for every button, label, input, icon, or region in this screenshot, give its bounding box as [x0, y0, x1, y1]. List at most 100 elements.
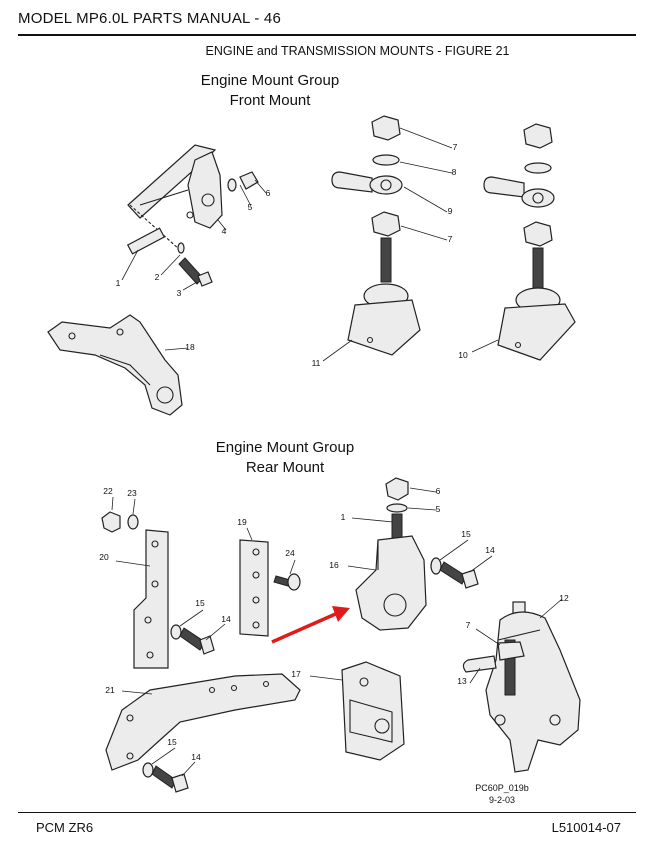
front-group-line2: Front Mount	[229, 92, 311, 109]
callout-leader-line	[400, 225, 448, 241]
callout-number-front: 9	[448, 206, 453, 216]
callout-leader-line	[160, 254, 181, 276]
rear-plate-21	[105, 673, 301, 771]
callout-number-front: 6	[266, 188, 271, 198]
callout-leader-line	[164, 347, 189, 351]
callout-leader-line	[403, 186, 448, 213]
drawing-code-line1: PC60P_019b	[475, 783, 529, 793]
figure-title: ENGINE and TRANSMISSION MOUNTS - FIGURE …	[205, 44, 510, 58]
callout-leader-line	[111, 496, 114, 511]
drawing-code-line2: 9-2-03	[488, 795, 515, 805]
callout-leader-line	[399, 161, 453, 174]
front-bracket-assembly	[126, 144, 259, 287]
callout-leader-line	[469, 555, 493, 573]
callout-leader-line	[205, 623, 226, 641]
header-rule	[18, 34, 636, 36]
rear-block-17	[341, 661, 405, 761]
callout-number-front: 10	[458, 350, 468, 360]
callout-leader-line	[289, 559, 296, 575]
rear-group-line1: Engine Mount Group	[215, 439, 355, 456]
callout-leader-line	[309, 675, 343, 681]
rear-nut-washer-22-23	[101, 511, 139, 533]
callout-number-rear: 14	[485, 545, 495, 555]
callout-number-rear: 15	[167, 737, 177, 747]
rear-mount-12-assembly	[462, 601, 581, 773]
callout-leader-line	[469, 667, 481, 684]
callout-number-front: 1	[116, 278, 121, 288]
rear-washer-bolt-15-14-bottom	[142, 762, 189, 793]
callout-number-front: 4	[222, 226, 227, 236]
callout-number-rear: 19	[237, 517, 247, 527]
callout-leader-line	[217, 219, 227, 231]
callout-leader-line	[181, 761, 196, 777]
rear-washer-bolt-15-14-right	[430, 557, 479, 589]
callout-leader-line	[471, 339, 499, 353]
callout-number-front: 5	[248, 202, 253, 212]
callout-number-rear: 22	[103, 486, 113, 496]
rear-bar-19	[239, 539, 269, 637]
footer-right-text: L510014-07	[551, 820, 621, 835]
callout-leader-line	[407, 507, 437, 511]
callout-leader-line	[322, 339, 353, 362]
callout-number-rear: 13	[457, 676, 467, 686]
callout-leader-line	[182, 281, 198, 291]
callout-leader-line	[475, 628, 501, 646]
callout-number-front: 11	[312, 358, 321, 368]
callout-number-rear: 7	[466, 620, 471, 630]
callout-number-rear: 6	[436, 486, 441, 496]
callout-leader-line	[351, 517, 394, 523]
callout-leader-line	[115, 560, 151, 567]
callout-leader-line	[409, 487, 437, 493]
callout-leader-line	[539, 598, 563, 619]
callout-leader-line	[179, 609, 204, 627]
callout-leader-line	[246, 527, 253, 541]
callout-number-rear: 14	[191, 752, 201, 762]
callout-number-front: 7	[448, 234, 453, 244]
rear-stack-6-5-1	[385, 477, 409, 541]
callout-leader-line	[151, 747, 176, 765]
rear-mount-group-title: Engine Mount Group Rear Mount	[180, 438, 390, 478]
callout-number-rear: 1	[341, 512, 346, 522]
callout-number-rear: 14	[221, 614, 231, 624]
callout-number-front: 7	[453, 142, 458, 152]
drawing-code: PC60P_019b 9-2-03	[462, 782, 542, 806]
callout-number-front: 8	[452, 167, 457, 177]
callout-number-rear: 23	[127, 488, 137, 498]
callout-number-rear: 24	[285, 548, 295, 558]
callout-number-rear: 15	[461, 529, 471, 539]
callout-leader-line	[121, 249, 139, 281]
callout-number-front: 18	[185, 342, 195, 352]
callout-number-front: 3	[177, 288, 182, 298]
callout-number-rear: 21	[105, 685, 115, 695]
rear-bolt-24	[273, 573, 301, 591]
callout-number-rear: 15	[195, 598, 205, 608]
callout-leader-line	[121, 690, 153, 695]
callout-number-rear: 5	[436, 504, 441, 514]
callout-number-rear: 17	[291, 669, 301, 679]
callout-leader-line	[439, 539, 469, 561]
callout-number-rear: 16	[329, 560, 339, 570]
rear-group-line2: Rear Mount	[245, 459, 325, 476]
front-part-18	[47, 314, 183, 416]
callout-leader-line	[239, 184, 252, 207]
rear-washer-bolt-15-14-left	[170, 624, 215, 655]
callout-number-rear: 12	[559, 593, 569, 603]
footer-rule	[18, 812, 636, 813]
front-mount-stack-right	[483, 123, 576, 361]
callout-leader-line	[132, 498, 136, 515]
front-group-line1: Engine Mount Group	[200, 72, 340, 89]
rear-plate-20	[133, 529, 169, 669]
rear-bracket-16	[355, 535, 427, 631]
callout-leader-line	[347, 565, 377, 571]
footer-left-text: PCM ZR6	[36, 820, 94, 835]
callout-leader-line	[254, 179, 267, 194]
callout-leader-line	[399, 127, 453, 149]
callout-number-front: 2	[155, 272, 160, 282]
callout-number-rear: 20	[99, 552, 109, 562]
front-mount-stack-left	[331, 115, 421, 356]
red-pointer-arrow	[271, 606, 350, 644]
front-mount-group-title: Engine Mount Group Front Mount	[170, 71, 370, 111]
